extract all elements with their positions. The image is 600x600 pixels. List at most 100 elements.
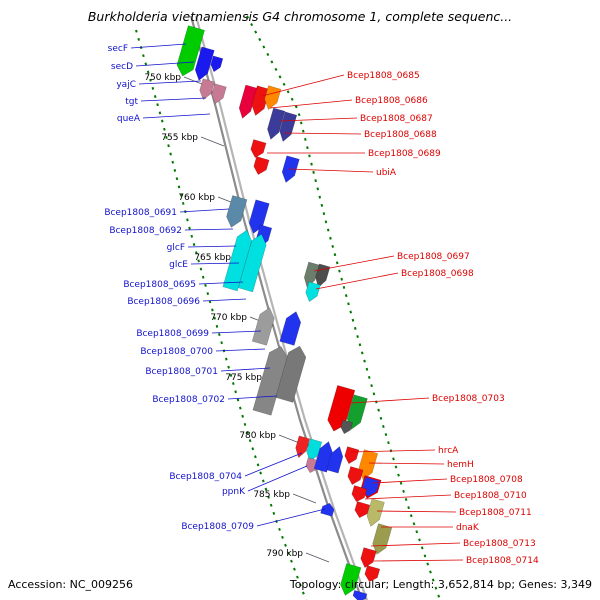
gene-label-Bcep1808_0702[interactable]: Bcep1808_0702 [152,395,225,405]
gene-label-Bcep1808_0687[interactable]: Bcep1808_0687 [360,114,433,124]
gene-arrow-0[interactable] [174,25,205,79]
gene-arrow-3[interactable] [197,78,215,102]
gene-label-glcF[interactable]: glcF [167,243,185,253]
gene-arrow-26[interactable] [345,394,368,432]
ruler-tick-line [200,136,225,147]
gene-label-Bcep1808_0708[interactable]: Bcep1808_0708 [450,475,523,485]
gene-label-Bcep1808_0685[interactable]: Bcep1808_0685 [347,71,420,81]
gene-arrow-43[interactable] [363,565,381,583]
gene-label-tgt[interactable]: tgt [125,97,138,107]
gene-arrow-20[interactable] [304,281,321,304]
leader-line [368,462,445,465]
gene-label-Bcep1808_0703[interactable]: Bcep1808_0703 [432,394,505,404]
leader-line [315,272,399,290]
leader-line [215,348,266,352]
gene-label-Bcep1808_0686[interactable]: Bcep1808_0686 [355,96,428,106]
gene-label-Bcep1808_0704[interactable]: Bcep1808_0704 [169,472,242,482]
leader-line [184,228,234,231]
gene-arrow-4[interactable] [210,83,227,106]
backbone-line [194,15,369,600]
ruler-tick-label: 790 kbp [266,549,303,559]
gene-arrow-24[interactable] [275,344,309,403]
gene-label-Bcep1808_0714[interactable]: Bcep1808_0714 [466,556,539,566]
gene-arrow-41[interactable] [320,502,336,517]
leader-line [370,542,461,547]
gene-label-Bcep1808_0711[interactable]: Bcep1808_0711 [459,508,532,518]
gene-label-Bcep1808_0695[interactable]: Bcep1808_0695 [123,280,196,290]
gene-arrow-37[interactable] [350,485,368,503]
gene-label-Bcep1808_0699[interactable]: Bcep1808_0699 [136,329,209,339]
gene-arrow-1[interactable] [193,46,215,82]
gene-arrow-35[interactable] [346,466,364,487]
gene-arrow-31[interactable] [313,440,335,473]
gene-arrow-9[interactable] [277,111,298,143]
gene-arrow-10[interactable] [249,139,267,160]
ruler-tick-label: 775 kbp [225,373,262,383]
ruler-tick-label: 780 kbp [239,431,276,441]
gene-label-Bcep1808_0709[interactable]: Bcep1808_0709 [181,522,254,532]
gene-label-Bcep1808_0696[interactable]: Bcep1808_0696 [127,297,200,307]
gene-label-Bcep1808_0713[interactable]: Bcep1808_0713 [463,539,536,549]
leader-line [227,395,278,400]
gene-label-Bcep1808_0691[interactable]: Bcep1808_0691 [104,208,177,218]
gene-label-glcE[interactable]: glcE [169,260,188,270]
gene-label-Bcep1808_0698[interactable]: Bcep1808_0698 [401,269,474,279]
gene-label-Bcep1808_0701[interactable]: Bcep1808_0701 [145,367,218,377]
gene-arrow-34[interactable] [356,449,379,482]
gene-arrow-2[interactable] [209,55,224,73]
ruler-tick-label: 765 kbp [194,253,231,263]
gene-arrow-32[interactable] [326,445,346,474]
gene-label-Bcep1808_0692[interactable]: Bcep1808_0692 [109,226,182,236]
left-guide-dotted-line [135,29,307,600]
gene-arrow-44[interactable] [338,563,362,598]
gene-label-dnaK[interactable]: dnaK [456,523,480,533]
gene-arrow-16[interactable] [222,228,254,292]
leader-line [138,80,202,85]
leader-line [313,255,395,272]
leader-line [190,262,240,265]
gene-arrow-22[interactable] [279,310,304,346]
gene-label-Bcep1808_0710[interactable]: Bcep1808_0710 [454,491,527,501]
gene-label-Bcep1808_0689[interactable]: Bcep1808_0689 [368,149,441,159]
gene-arrow-28[interactable] [293,435,310,459]
gene-label-Bcep1808_0700[interactable]: Bcep1808_0700 [140,347,213,357]
gene-arrow-25[interactable] [325,385,356,433]
gene-arrow-23[interactable] [252,344,290,416]
leader-line [247,465,308,492]
ruler-tick-label: 785 kbp [253,490,290,500]
ruler-tick-line [292,493,317,504]
gene-label-ppnK[interactable]: ppnK [222,487,246,497]
gene-arrow-27[interactable] [339,419,353,435]
leader-line [364,494,452,500]
gene-arrow-12[interactable] [280,155,300,185]
gene-arrow-13[interactable] [224,195,248,230]
gene-arrow-17[interactable] [237,232,268,293]
ruler-tick-label: 750 kbp [144,73,181,83]
gene-label-Bcep1808_0688[interactable]: Bcep1808_0688 [364,130,437,140]
gene-arrow-14[interactable] [247,199,270,236]
gene-arrow-36[interactable] [360,475,382,500]
gene-label-secF[interactable]: secF [108,44,128,54]
leader-line [202,298,247,302]
leader-line [135,61,195,67]
gene-arrow-5[interactable] [237,84,258,120]
gene-arrow-42[interactable] [359,547,377,570]
gene-label-queA[interactable]: queA [117,114,141,124]
leader-line [142,113,211,119]
gene-arrow-38[interactable] [353,501,371,519]
gene-label-hemH[interactable]: hemH [447,460,474,470]
gene-arrow-29[interactable] [304,438,323,463]
gene-label-ubiA[interactable]: ubiA [376,168,397,178]
gene-label-hrcA[interactable]: hrcA [438,446,459,456]
leader-line [198,281,244,285]
gene-arrow-33[interactable] [343,446,360,466]
gene-arrow-39[interactable] [365,498,385,529]
gene-label-Bcep1808_0697[interactable]: Bcep1808_0697 [397,252,470,262]
gene-arrow-8[interactable] [265,107,286,141]
gene-arrow-11[interactable] [252,156,270,177]
gene-label-yajC[interactable]: yajC [116,80,136,90]
gene-arrow-21[interactable] [251,306,277,346]
gene-arrow-7[interactable] [262,85,282,112]
topology-text: Topology: circular; Length: 3,652,814 bp… [289,578,592,591]
gene-label-secD[interactable]: secD [111,62,133,72]
